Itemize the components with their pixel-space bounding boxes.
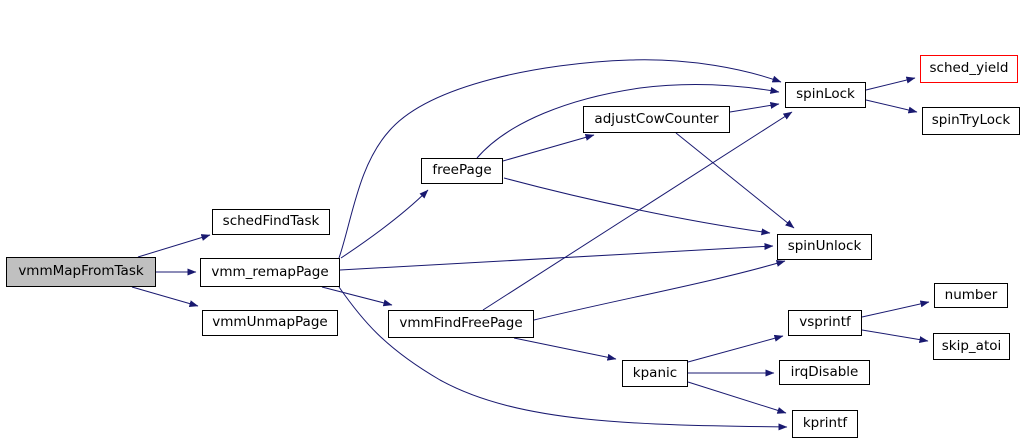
- node-freePage[interactable]: freePage: [421, 158, 503, 184]
- edge-vmm_remapPage-vmmFindFreePage: [321, 286, 393, 307]
- edge-vsprintf-skip_atoi: [861, 329, 929, 344]
- node-label: irqDisable: [790, 363, 859, 380]
- edge-spinLock-spinTryLock: [865, 99, 918, 114]
- edge-vmmMapFromTask-vmmUnmapPage: [131, 286, 199, 307]
- node-label: freePage: [432, 162, 492, 179]
- edge-freePage-spinUnlock: [503, 177, 771, 236]
- node-sched_yield[interactable]: sched_yield: [920, 55, 1018, 83]
- node-label: vsprintf: [799, 314, 851, 331]
- edge-vmm_remapPage-spinLock: [338, 59, 782, 259]
- node-schedFindTask[interactable]: schedFindTask: [212, 209, 330, 235]
- edge-vmmFindFreePage-spinUnlock: [533, 260, 786, 321]
- node-spinLock[interactable]: spinLock: [785, 82, 866, 108]
- edge-kpanic-vsprintf: [687, 334, 784, 363]
- node-spinTryLock[interactable]: spinTryLock: [922, 107, 1020, 135]
- edge-vmmMapFromTask-schedFindTask: [137, 234, 211, 258]
- node-label: skip_atoi: [941, 337, 1002, 354]
- edge-freePage-spinLock: [476, 84, 780, 159]
- node-vmmFindFreePage[interactable]: vmmFindFreePage: [388, 310, 534, 338]
- node-number[interactable]: number: [934, 283, 1008, 308]
- node-label: adjustCowCounter: [594, 110, 719, 127]
- edge-adjustCowCounter-spinLock: [729, 101, 780, 113]
- node-label: spinLock: [796, 86, 855, 103]
- node-label: number: [944, 286, 998, 303]
- node-kprintf[interactable]: kprintf: [792, 410, 858, 438]
- node-label: kprintf: [802, 415, 848, 432]
- node-vsprintf[interactable]: vsprintf: [788, 310, 862, 336]
- node-label: spinTryLock: [931, 112, 1011, 129]
- node-label: schedFindTask: [222, 213, 320, 230]
- edge-vmmFindFreePage-spinLock: [482, 111, 793, 311]
- node-skip_atoi[interactable]: skip_atoi: [933, 333, 1010, 360]
- node-label: vmmUnmapPage: [212, 314, 328, 331]
- node-adjustCowCounter[interactable]: adjustCowCounter: [583, 106, 730, 133]
- node-label: kpanic: [632, 364, 678, 381]
- edge-vmmFindFreePage-kpanic: [513, 337, 617, 361]
- node-vmmUnmapPage[interactable]: vmmUnmapPage: [202, 310, 338, 336]
- node-irqDisable[interactable]: irqDisable: [779, 360, 870, 385]
- node-kpanic[interactable]: kpanic: [622, 360, 688, 387]
- node-label: vmmMapFromTask: [18, 263, 144, 280]
- node-label: spinUnlock: [787, 238, 862, 255]
- edge-adjustCowCounter-spinUnlock: [675, 132, 795, 229]
- node-label: sched_yield: [929, 60, 1009, 77]
- edge-vmm_remapPage-freePage: [340, 189, 429, 259]
- node-vmmMapFromTask: vmmMapFromTask: [6, 257, 156, 287]
- edge-group: [131, 59, 930, 431]
- edge-vmm_remapPage-spinUnlock: [339, 242, 774, 271]
- node-label: vmm_remapPage: [211, 263, 329, 280]
- edge-freePage-adjustCowCounter: [502, 133, 595, 162]
- node-label: vmmFindFreePage: [399, 315, 523, 332]
- edge-vmm_remapPage-kprintf: [338, 286, 788, 431]
- edge-kpanic-kprintf: [687, 381, 787, 414]
- node-spinUnlock[interactable]: spinUnlock: [777, 234, 872, 260]
- edge-spinLock-sched_yield: [865, 76, 916, 91]
- edge-vsprintf-number: [861, 300, 930, 318]
- node-vmm_remapPage[interactable]: vmm_remapPage: [200, 258, 340, 287]
